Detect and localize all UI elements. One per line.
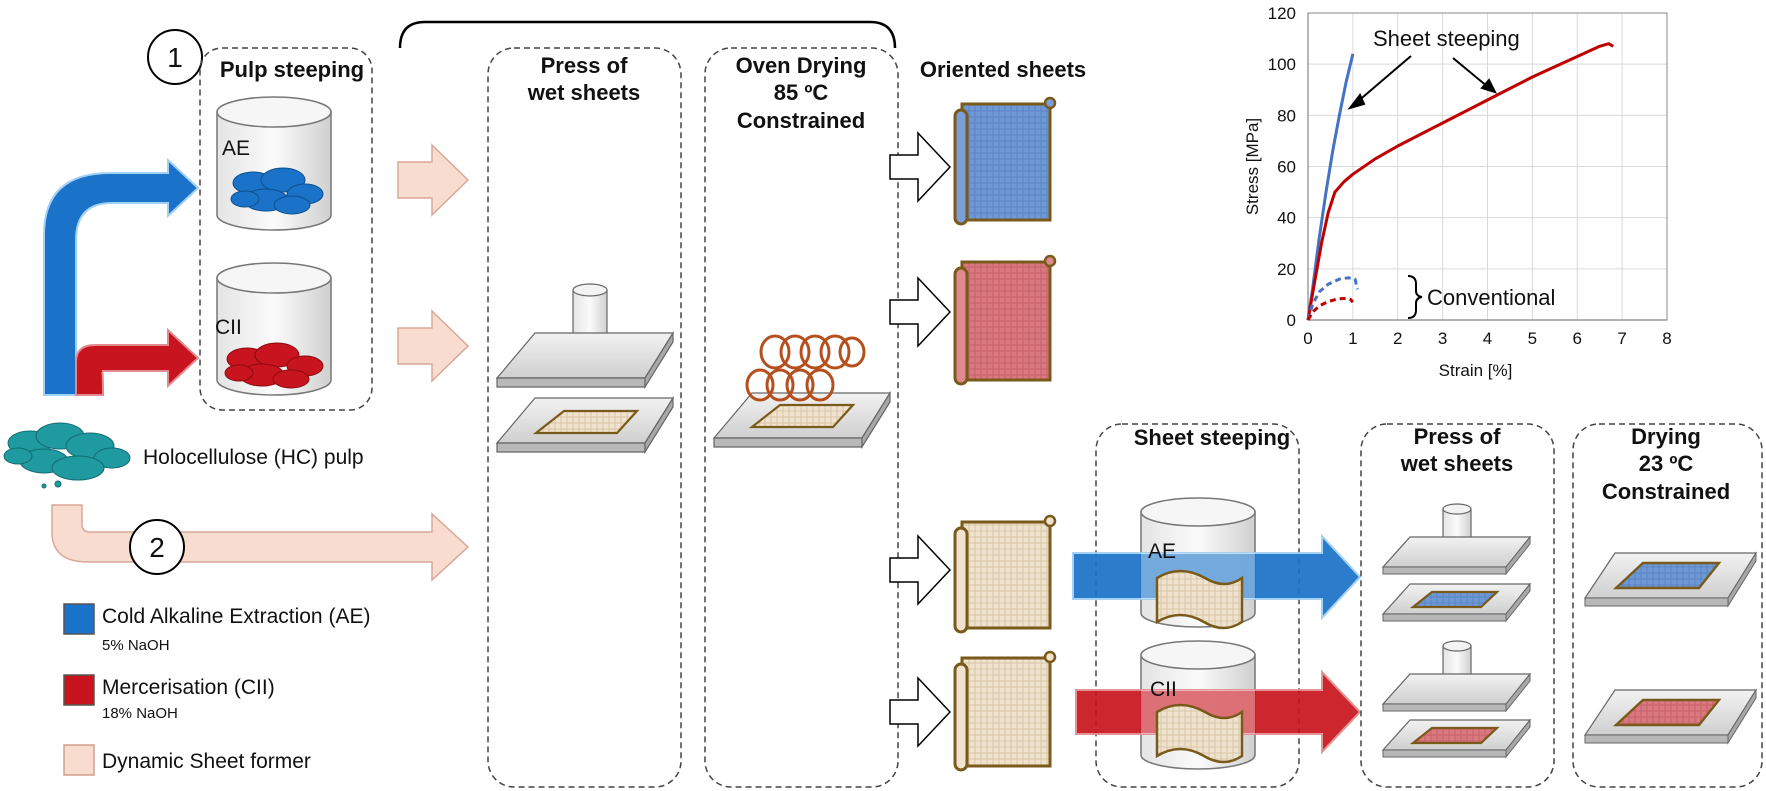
chart-series [1306,42,1614,321]
sheet-steeping-title: Sheet steeping [1134,425,1290,450]
drying-box [1572,423,1763,788]
legend-item-ae: Cold Alkaline Extraction (AE) 5% NaOH [63,603,370,654]
chart-x-tick-label: 5 [1528,329,1537,348]
chart-x-tick-label: 8 [1662,329,1671,348]
chart-x-tick-label: 0 [1303,329,1312,348]
oriented-sheet-plain-1 [953,514,1057,634]
arrow-to-press-ae [397,143,470,217]
cii-pulp-cloud [224,342,324,389]
svg-text:CII: CII [215,316,242,339]
sheet-steeping-cii-label: CII [1150,678,1177,701]
oriented-sheet-red [953,254,1057,386]
press-title-line1: Press of [541,53,628,78]
oriented-sheet-blue [953,96,1057,226]
ae-beaker: AE [216,96,332,231]
svg-text:5% NaOH: 5% NaOH [102,637,170,654]
chart-x-ticks: 0 1 2 3 4 5 6 7 8 [1303,329,1671,348]
chart-x-tick-label: 4 [1483,329,1492,348]
svg-text:Dynamic Sheet former: Dynamic Sheet former [102,750,311,773]
oven-box [704,47,899,788]
cii-route-arrow [75,327,200,396]
chart-x-tick-label: 3 [1438,329,1447,348]
legend-item-dynamic-sheet-former: Dynamic Sheet former [63,744,311,776]
chart-y-tick-label: 60 [1277,158,1296,177]
chart-annotation-sheet-steeping: Sheet steeping [1373,26,1520,51]
oven-title-line1: Oven Drying [736,53,867,78]
pulp-steeping-box [199,47,373,411]
chart-y-tick-label: 80 [1277,106,1296,125]
oriented-sheet-plain-2 [953,650,1057,772]
svg-text:Cold Alkaline Extraction (AE): Cold Alkaline Extraction (AE) [102,605,370,628]
press2-box [1360,423,1555,788]
output-arrows [889,131,952,748]
chart-x-tick-label: 6 [1573,329,1582,348]
pulp-steeping-title: Pulp steeping [220,57,364,82]
chart-x-tick-label: 7 [1617,329,1626,348]
sheet-steeping-ae-label: AE [1148,540,1176,563]
chart-annotation-conventional: Conventional [1427,285,1555,310]
press-title-line2: wet sheets [527,80,641,105]
chart-plot-area [1307,12,1668,321]
press2-title-line2: wet sheets [1400,451,1514,476]
chart-y-tick-label: 40 [1277,209,1296,228]
svg-text:AE: AE [222,137,250,160]
svg-text:18% NaOH: 18% NaOH [102,705,178,722]
svg-text:Mercerisation (CII): Mercerisation (CII) [102,676,275,699]
drying-title-line3: Constrained [1602,479,1730,504]
chart-series-line-1 [1306,42,1614,321]
chart-x-tick-label: 2 [1393,329,1402,348]
chart-y-tick-label: 120 [1268,4,1296,23]
ae-sheet-arrow [1072,533,1362,621]
wavy-sheet-cii [1155,703,1244,764]
process-bracket [398,20,897,49]
press2-device-ae [1381,503,1532,623]
oriented-sheets-title: Oriented sheets [920,57,1086,82]
cii-sheet-arrow [1075,669,1362,755]
drying-plate-ae [1583,551,1758,608]
ae-route-arrow [43,157,200,396]
oven-drying-device [712,334,892,450]
chart-y-tick-label: 100 [1268,55,1296,74]
cii-beaker: CII [215,262,332,396]
chart-y-axis-label: Stress [MPa] [1243,118,1262,215]
step-2-badge: 2 [129,519,185,575]
press2-device-cii [1381,640,1532,759]
hc-pulp-cloud [3,422,131,489]
step-1-badge: 1 [147,29,203,85]
heating-coil [745,334,866,402]
drying-title-line2: 23 ºC [1639,451,1694,476]
dynamic-sheet-route-arrow [51,504,470,582]
drying-plate-cii [1583,688,1758,745]
legend: Cold Alkaline Extraction (AE) 5% NaOH Me… [63,603,370,776]
sheet-steeping-box [1095,423,1300,788]
chart-annotation-arrows [1347,55,1497,319]
legend-item-cii: Mercerisation (CII) 18% NaOH [63,674,275,722]
chart-x-tick-label: 1 [1348,329,1357,348]
press-box [487,47,682,788]
chart-y-tick-label: 20 [1277,260,1296,279]
press2-title-line1: Press of [1414,424,1501,449]
chart-y-ticks: 0 20 40 60 80 100 120 [1268,4,1296,330]
chart-series-line-3 [1306,296,1355,321]
svg-text:1: 1 [167,42,183,73]
hc-pulp-label: Holocellulose (HC) pulp [143,446,364,469]
drying-title-line1: Drying [1631,424,1701,449]
wavy-sheet-ae [1155,569,1244,630]
arrow-to-press-cii [397,309,470,383]
press-device [495,283,675,455]
stress-strain-chart: 0 20 40 60 80 100 120 0 1 2 3 4 5 6 7 8 Stress [MPa] S… [1243,4,1672,380]
svg-text:2: 2 [149,532,165,563]
chart-x-axis-label: Strain [%] [1439,361,1513,380]
oven-title-line3: Constrained [737,108,865,133]
chart-y-tick-label: 0 [1287,311,1296,330]
oven-title-line2: 85 ºC [774,80,829,105]
ae-pulp-cloud [230,167,324,215]
